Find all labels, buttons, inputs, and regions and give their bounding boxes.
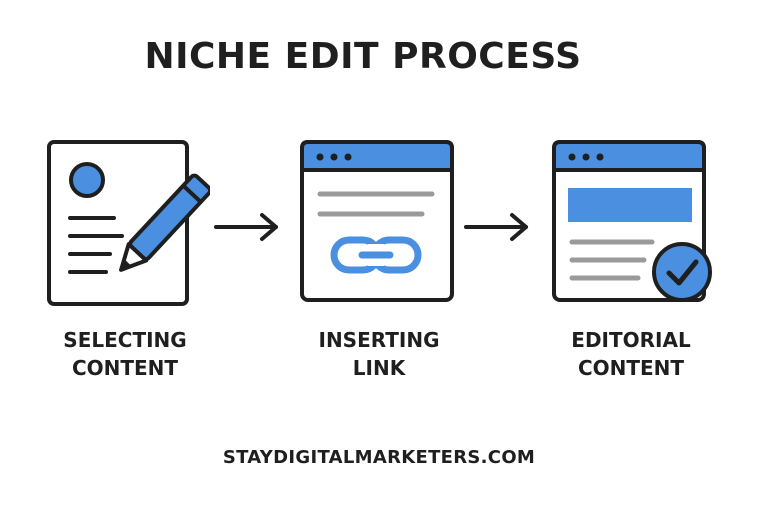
step-label-selecting-content: SELECTING CONTENT <box>40 326 210 382</box>
step-label-line: EDITORIAL <box>571 328 691 352</box>
browser-link-icon <box>300 140 454 302</box>
step-label-line: LINK <box>352 356 406 380</box>
arrow-right-icon <box>464 213 528 241</box>
browser-check-icon <box>552 140 712 302</box>
step-label-inserting-link: INSERTING LINK <box>294 326 464 382</box>
document-pencil-icon <box>47 140 210 306</box>
step-label-line: CONTENT <box>71 356 179 380</box>
step-label-line: CONTENT <box>577 356 685 380</box>
footer-website: STAYDIGITALMARKETERS.COM <box>222 447 536 468</box>
step-label-editorial-content: EDITORIAL CONTENT <box>546 326 716 382</box>
page-title: NICHE EDIT PROCESS <box>144 36 582 77</box>
step-label-line: INSERTING <box>318 328 440 352</box>
arrow-right-icon <box>214 213 278 241</box>
step-label-line: SELECTING <box>63 328 187 352</box>
